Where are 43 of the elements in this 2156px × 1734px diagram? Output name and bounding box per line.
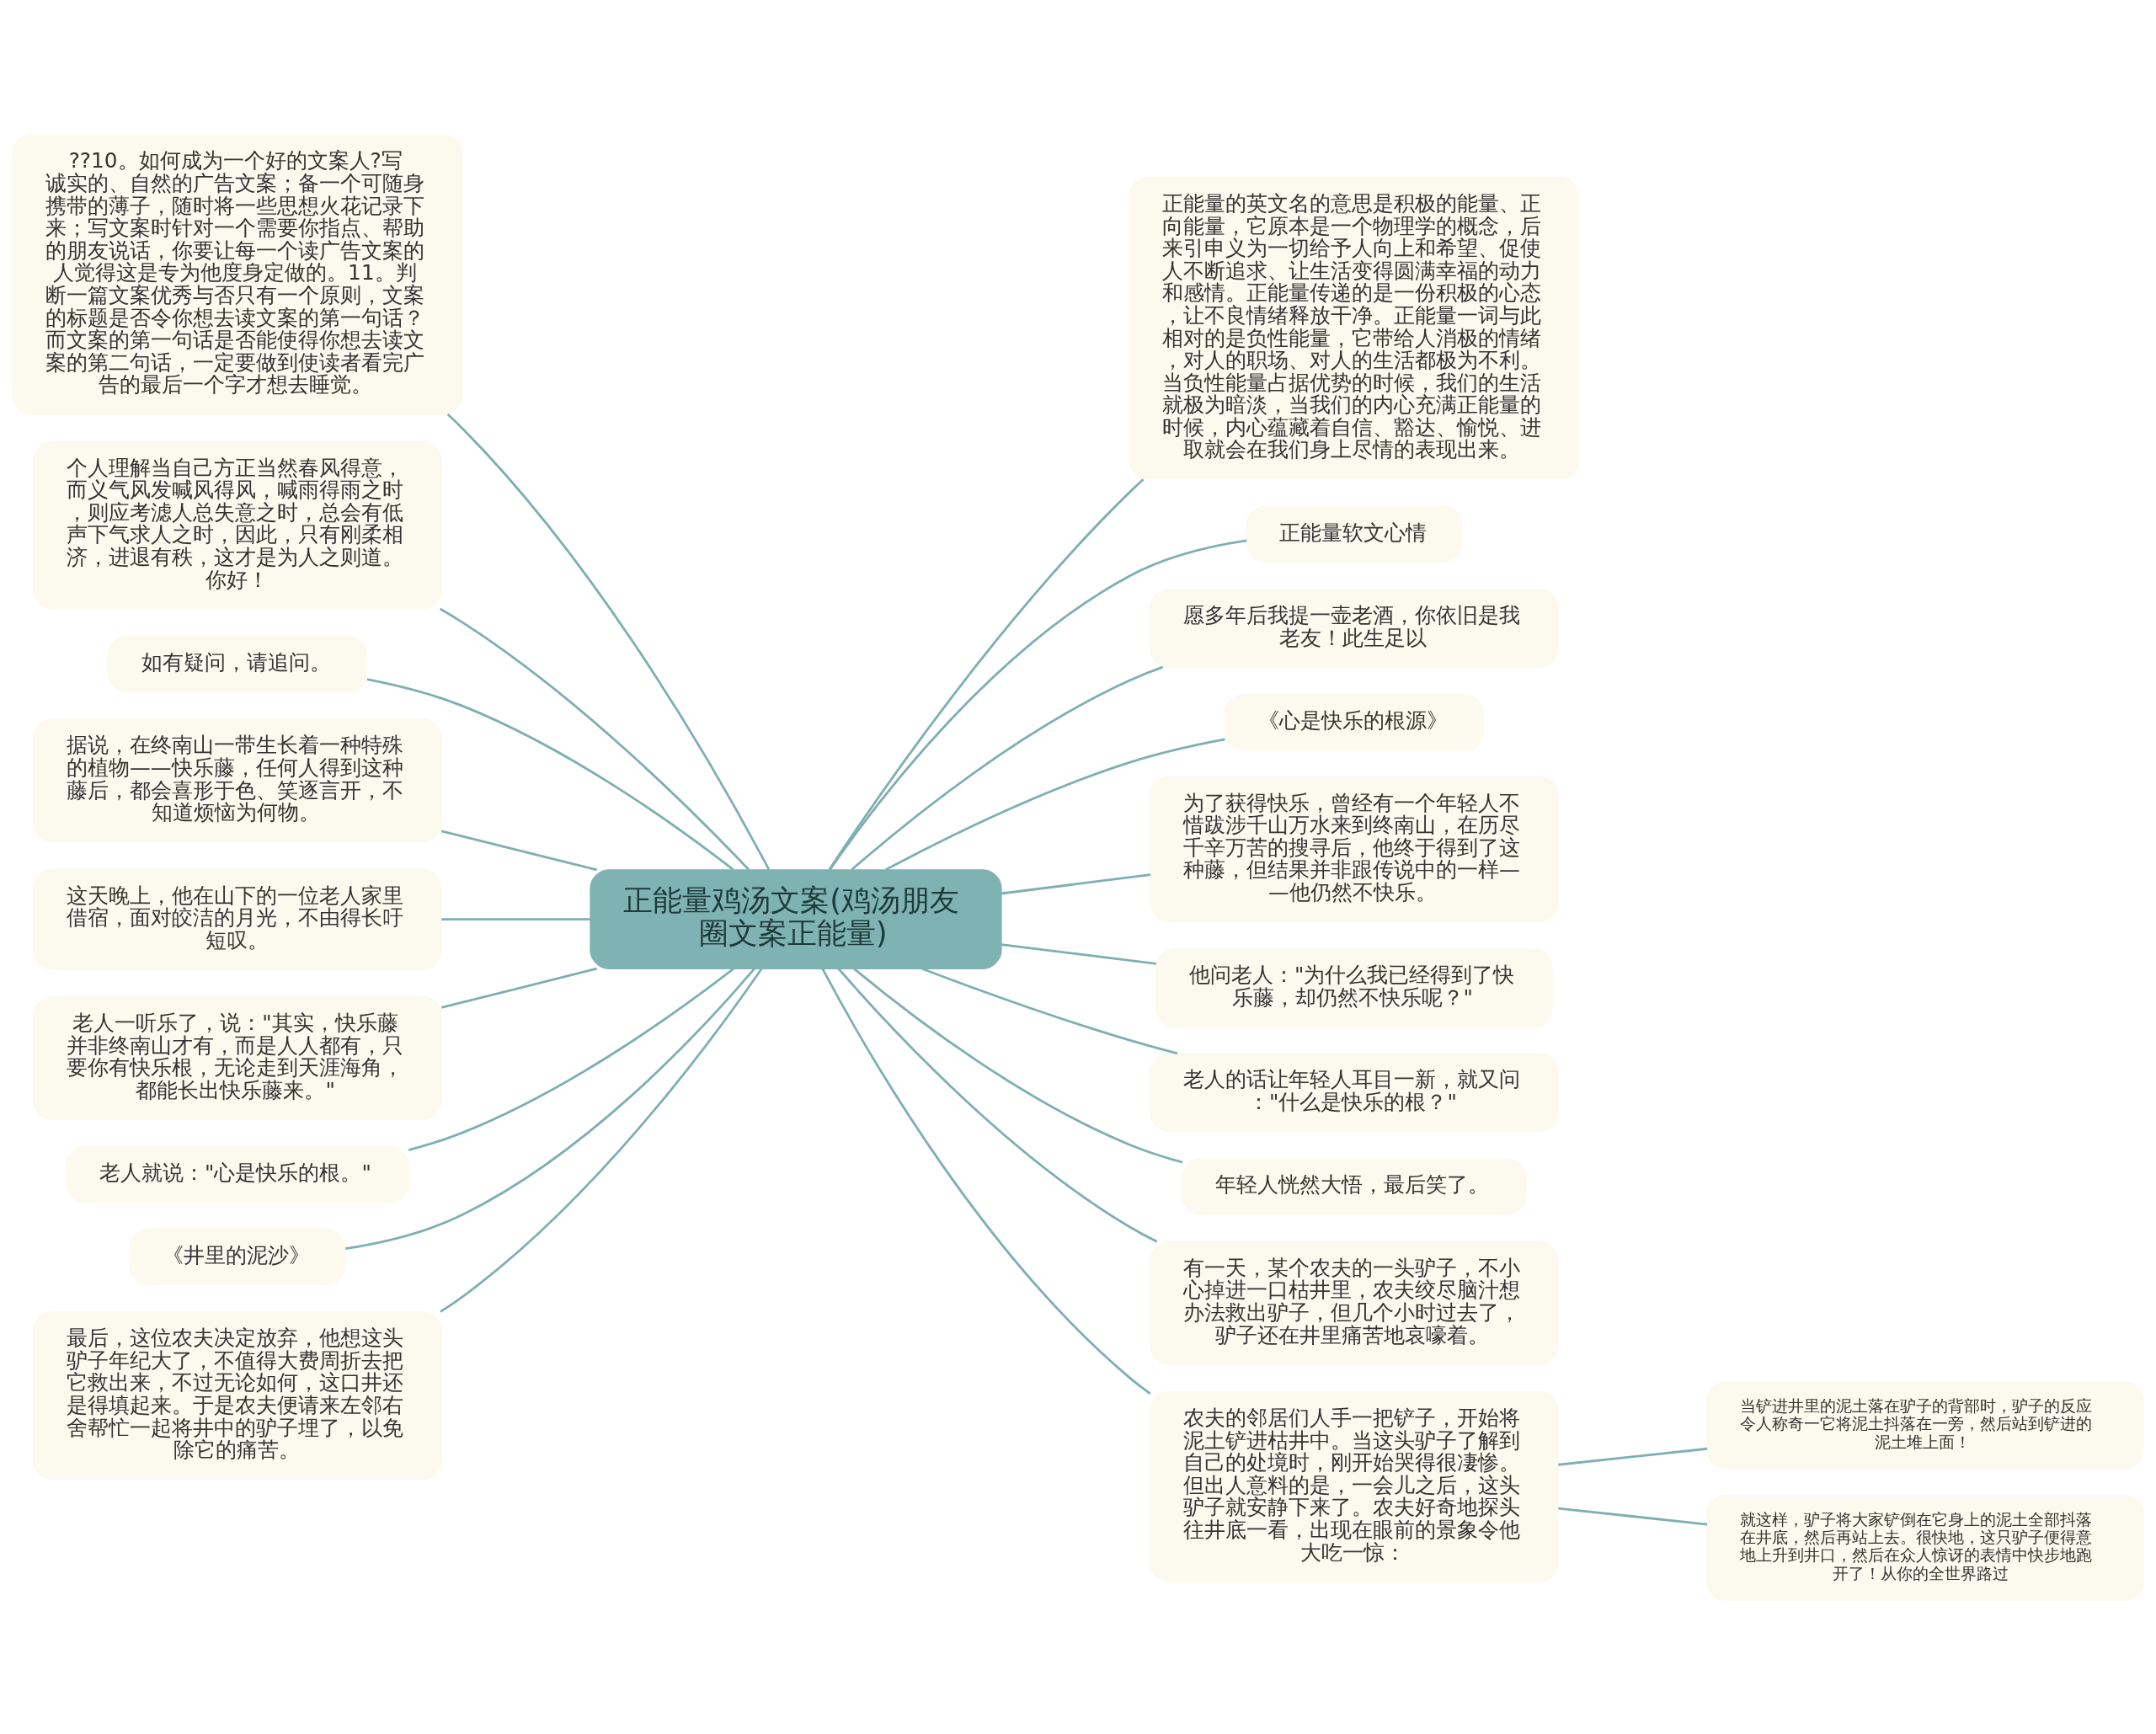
connector	[345, 967, 755, 1250]
node-box: 个人理解当自己方正当然春风得意，而义气风发喊风得风，喊雨得雨之时，则应考滤人总失意之时，总会有低声下气求人之时，因此，只有刚柔相济，进退有秩，这才是为人之则道。你好！	[33, 440, 442, 610]
connector	[837, 967, 1158, 1243]
node-box: 就这样，驴子将大家铲倒在它身上的泥土全部抖落在井底，然后再站上去。很快地，这只驴子便得意地上升到井口，然后在众人惊讶的表情中快步地跑开了！从你的全世界路过	[1706, 1494, 2144, 1601]
node-box: ??10。如何成为一个好的文案人?写诚实的、自然的广告文案；备一个可随身携带的薄子，随时将一些思想火花记录下来；写文案时针对一个需要你指点、帮助的朋友说话，你要让每一个读广告文案的人觉得这是专为他度身定做的。11。判断一篇文案优秀与否只有一个原则，文案的标题是否令你想去读文案的第一句话？而文案的第一句话是否能使得你想去读文案的第二句话，一定要做到使读者看完广告的最后一个字才想去睡觉。	[12, 133, 463, 414]
connector	[440, 829, 598, 871]
node-box: 老人一听乐了，说："其实，快乐藤并非终南山才有，而是人人都有，只要你有快乐根，无论走到天涯海角，都能长出快乐藤来。"	[33, 995, 442, 1120]
node-box: 年轻人恍然大悟，最后笑了。	[1182, 1157, 1527, 1215]
connector	[884, 738, 1225, 871]
connector	[921, 967, 1178, 1054]
node-box: 正能量软文心情	[1246, 505, 1463, 563]
node-box: 《井里的泥沙》	[129, 1228, 346, 1285]
connector	[1558, 1447, 1708, 1466]
node-box: 如有疑问，请追问。	[107, 635, 368, 692]
connector	[446, 413, 771, 870]
node-box: 当铲进井里的泥土落在驴子的背部时，驴子的反应令人称奇一它将泥土抖落在一旁，然后站到铲进的泥土堆上面！	[1706, 1380, 2144, 1470]
connector	[1001, 872, 1150, 894]
node-box: 他问老人："为什么我已经得到了快乐藤，却仍然不快乐呢？"	[1155, 947, 1553, 1027]
connector	[853, 967, 1183, 1163]
connector	[439, 607, 750, 871]
node-box: 农夫的邻居们人手一把铲子，开始将泥土铲进枯井中。当这头驴子了解到自己的处境时，刚开始哭得很凄惨。但出人意料的是，一会儿之后，这头驴子就安静下来了。农夫好奇地探头往井底一看，出现在眼前的景象令他大吃一惊：	[1150, 1390, 1559, 1582]
connector	[1001, 942, 1157, 965]
connector	[440, 968, 763, 1313]
connector	[441, 917, 590, 920]
connector	[828, 478, 1145, 870]
node-box: 最后，这位农夫决定放弃，他想这头驴子年纪大了，不值得大费周折去把它救出来，不过无论如何，这口井还是得填起来。于是农夫便请来左邻右舍帮忙一起将井中的驴子埋了，以免除它的痛苦。	[33, 1310, 442, 1480]
node-box: 老人的话让年轻人耳目一新，就又问："什么是快乐的根？"	[1150, 1052, 1559, 1132]
connector	[851, 665, 1164, 871]
node-box: 有一天，某个农夫的一头驴子，不小心掉进一口枯井里，农夫绞尽脑汁想办法救出驴子，但几个小时过去了，驴子还在井里痛苦地哀嚎着。	[1150, 1240, 1559, 1365]
connector	[408, 967, 734, 1151]
node-box: 正能量的英文名的意思是积极的能量、正向能量，它原本是一个物理学的概念，后来引申义为一切给予人向上和希望、促使人不断追求、让生活变得圆满幸福的动力和感情。正能量传递的是一份积极的心态，让不良情绪释放干净。正能量一词与此相对的是负性能量，它带给人消极的情绪，对人的职场、对人的生活都极为不利。当负性能量占据优势的时候，我们的生活就极为暗淡，当我们的内心充满正能量的时候，内心蕴藏着自信、豁达、愉悦、进取就会在我们身上尽情的表现出来。	[1129, 176, 1580, 480]
connector	[821, 968, 1151, 1395]
connector	[1558, 1507, 1708, 1526]
connector	[829, 539, 1247, 870]
connector	[366, 677, 734, 871]
node-box: 《心是快乐的根源》	[1224, 693, 1485, 750]
node-box: 老人就说："心是快乐的根。"	[66, 1145, 409, 1203]
node-box: 愿多年后我提一壶老酒，你依旧是我老友！此生足以	[1150, 588, 1559, 668]
connector	[440, 967, 598, 1009]
node-box: 据说，在终南山一带生长着一种特殊的植物——快乐藤，任何人得到这种藤后，都会喜形于色、笑逐言开，不知道烦恼为何物。	[33, 718, 442, 842]
node-box: 正能量鸡汤文案(鸡汤朋友圈文案正能量)	[590, 868, 1002, 969]
node-box: 这天晚上，他在山下的一位老人家里借宿，面对皎洁的月光，不由得长吁短叹。	[33, 867, 442, 970]
node-box: 为了获得快乐，曾经有一个年轻人不惜跋涉千山万水来到终南山，在历尽千辛万苦的搜寻后，他终于得到了这种藤，但结果并非跟传说中的一样——他仍然不快乐。	[1150, 775, 1559, 922]
